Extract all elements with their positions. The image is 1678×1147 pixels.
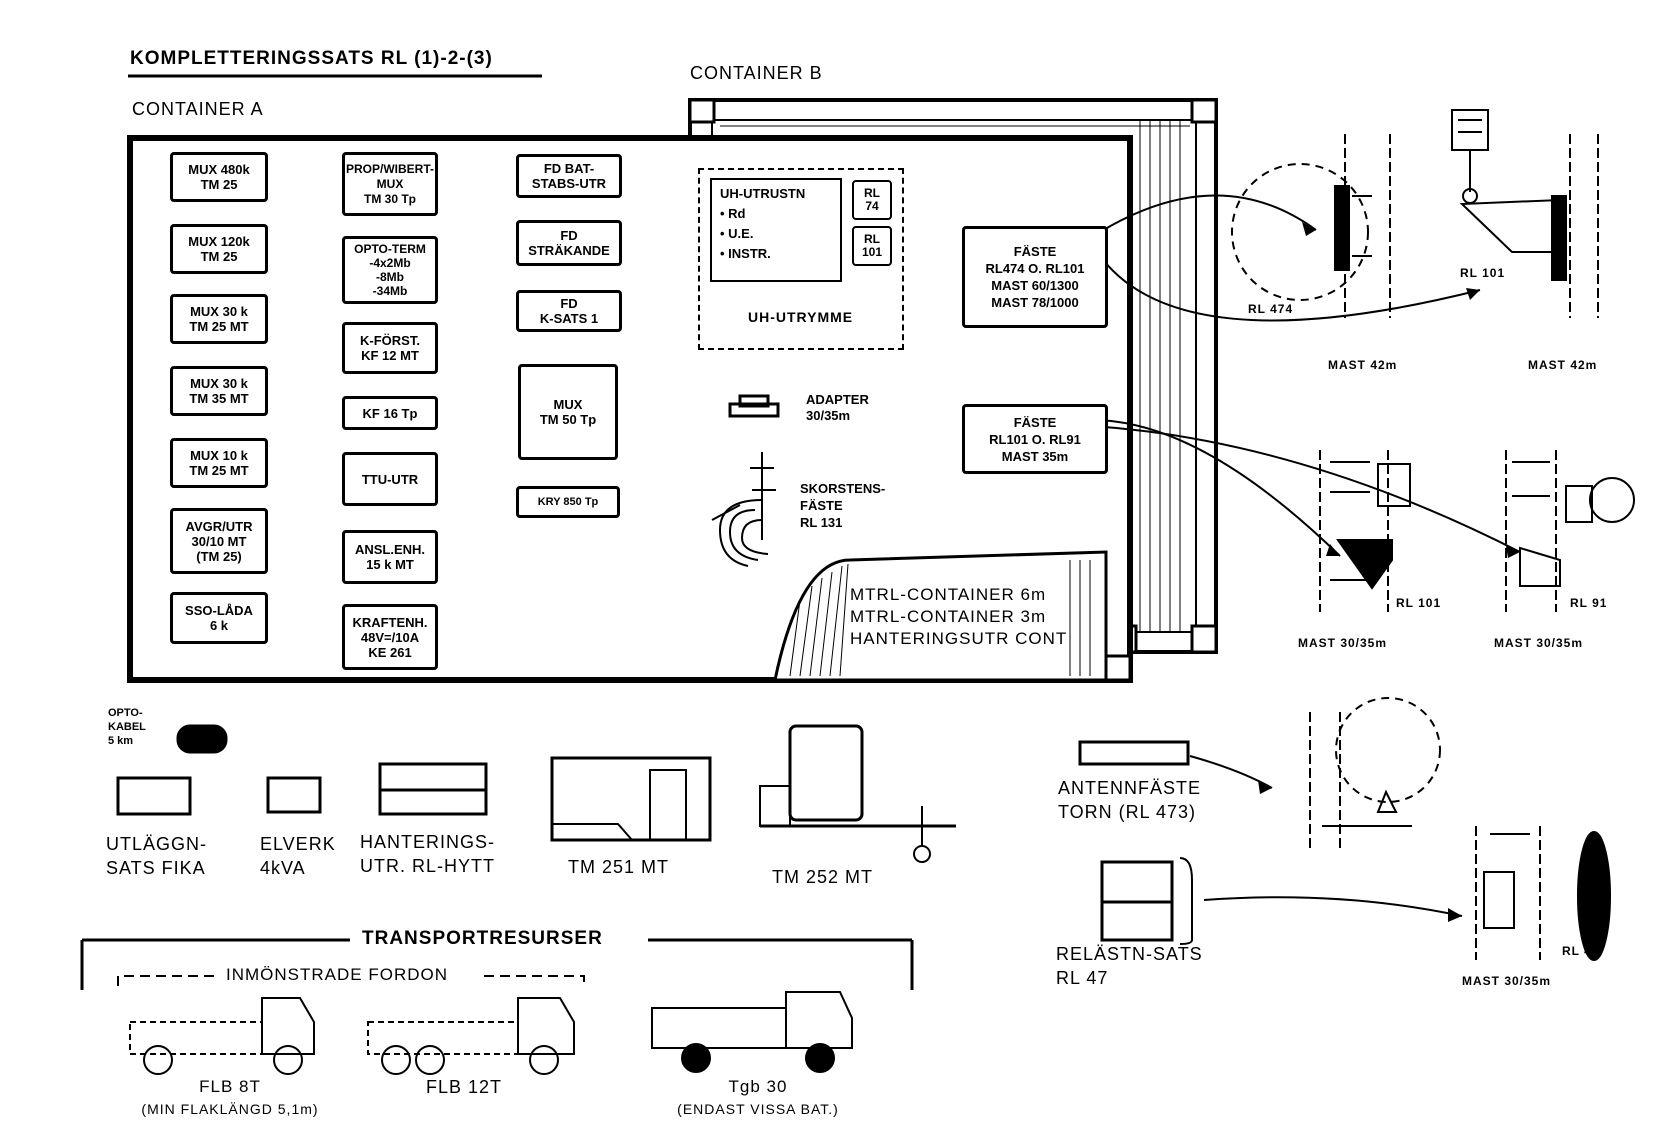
utlaggnsats-label: UTLÄGGN-SATS FIKA xyxy=(106,834,208,878)
tm251-icon xyxy=(550,756,712,842)
rl47-label: RL 47 xyxy=(1562,944,1600,958)
connection-arrows xyxy=(1089,194,1521,917)
equipment-box: TTU-UTR xyxy=(342,452,438,506)
rl101-label: RL 101 xyxy=(1460,266,1506,280)
container-a-label: CONTAINER A xyxy=(132,99,264,119)
diagram-title: KOMPLETTERINGSSATS RL (1)-2-(3) xyxy=(130,48,493,69)
tm252-icon xyxy=(759,724,956,863)
equipment-box: ANSL.ENH.15 k MT xyxy=(342,530,438,584)
elverk-icon xyxy=(266,776,322,814)
container-b-label: CONTAINER B xyxy=(690,63,823,83)
uh-utrymme xyxy=(698,168,904,350)
tm251-label: TM 251 MT xyxy=(568,857,670,877)
mtrl-region xyxy=(773,550,1108,682)
antennfaste-torn-sketch xyxy=(1309,697,1441,848)
tgb30-label: Tgb 30(ENDAST VISSA BAT.) xyxy=(677,1077,839,1117)
uh-item: • U.E. xyxy=(720,226,754,241)
hanterings-label: HANTERINGS-UTR. RL-HYTT xyxy=(360,832,496,876)
equipment-box: FD BAT-STABS-UTR xyxy=(516,154,622,198)
mast-3035-rl91-sketch xyxy=(1505,450,1635,612)
antennfaste-icon xyxy=(1078,740,1190,766)
flb12-label: FLB 12T xyxy=(426,1077,503,1097)
rl101-mast-label: RL 101 xyxy=(1396,596,1442,610)
mast-rl101-sketch xyxy=(1451,109,1599,318)
uh-item: • INSTR. xyxy=(720,246,771,261)
uh-utrustn-box: UH-UTRUSTN • Rd • U.E. • INSTR. xyxy=(710,178,842,282)
mast-rl474-sketch xyxy=(1231,134,1391,318)
equipment-box: KRY 850 Tp xyxy=(516,486,620,518)
transport-title: TRANSPORTRESURSER xyxy=(362,928,603,949)
tm252-label: TM 252 MT xyxy=(772,867,874,887)
relastnsats-icon xyxy=(1100,857,1193,945)
utlaggnsats-icon xyxy=(116,776,192,816)
uh-utrymme-label: UH-UTRYMME xyxy=(748,309,854,325)
transport-subtitle: INMÖNSTRADE FORDON xyxy=(226,965,448,984)
mast-42m-label: MAST 42m xyxy=(1328,358,1398,372)
optokabel-icon xyxy=(176,724,228,754)
rl91-label: RL 91 xyxy=(1570,596,1608,610)
adapter-icon xyxy=(728,394,780,418)
mast-3035-label: MAST 30/35m xyxy=(1298,636,1388,650)
mast-3035-label: MAST 30/35m xyxy=(1462,974,1552,988)
uh-item: • Rd xyxy=(720,206,746,221)
transport-frame xyxy=(80,938,914,990)
mast-3035-rl101-sketch xyxy=(1319,450,1411,612)
mast-rl47-sketch xyxy=(1475,826,1611,961)
flb12-truck-icon xyxy=(367,997,575,1075)
equipment-box: K-FÖRST.KF 12 MT xyxy=(342,322,438,374)
skorstensfaste-icon xyxy=(711,452,776,567)
hanterings-icon xyxy=(378,762,488,816)
uh-header: UH-UTRUSTN xyxy=(720,186,806,201)
tgb30-truck-icon xyxy=(651,991,853,1073)
equipment-box: KF 16 Tp xyxy=(342,396,438,430)
mast-3035-label: MAST 30/35m xyxy=(1494,636,1584,650)
rl474-label: RL 474 xyxy=(1248,302,1294,316)
equipment-box: OPTO-TERM-4x2Mb-8Mb-34Mb xyxy=(342,236,438,304)
mast-42m-label: MAST 42m xyxy=(1528,358,1598,372)
flb8-label: FLB 8T(MIN FLAKLÄNGD 5,1m) xyxy=(141,1077,319,1117)
flb8-truck-icon xyxy=(129,997,315,1075)
